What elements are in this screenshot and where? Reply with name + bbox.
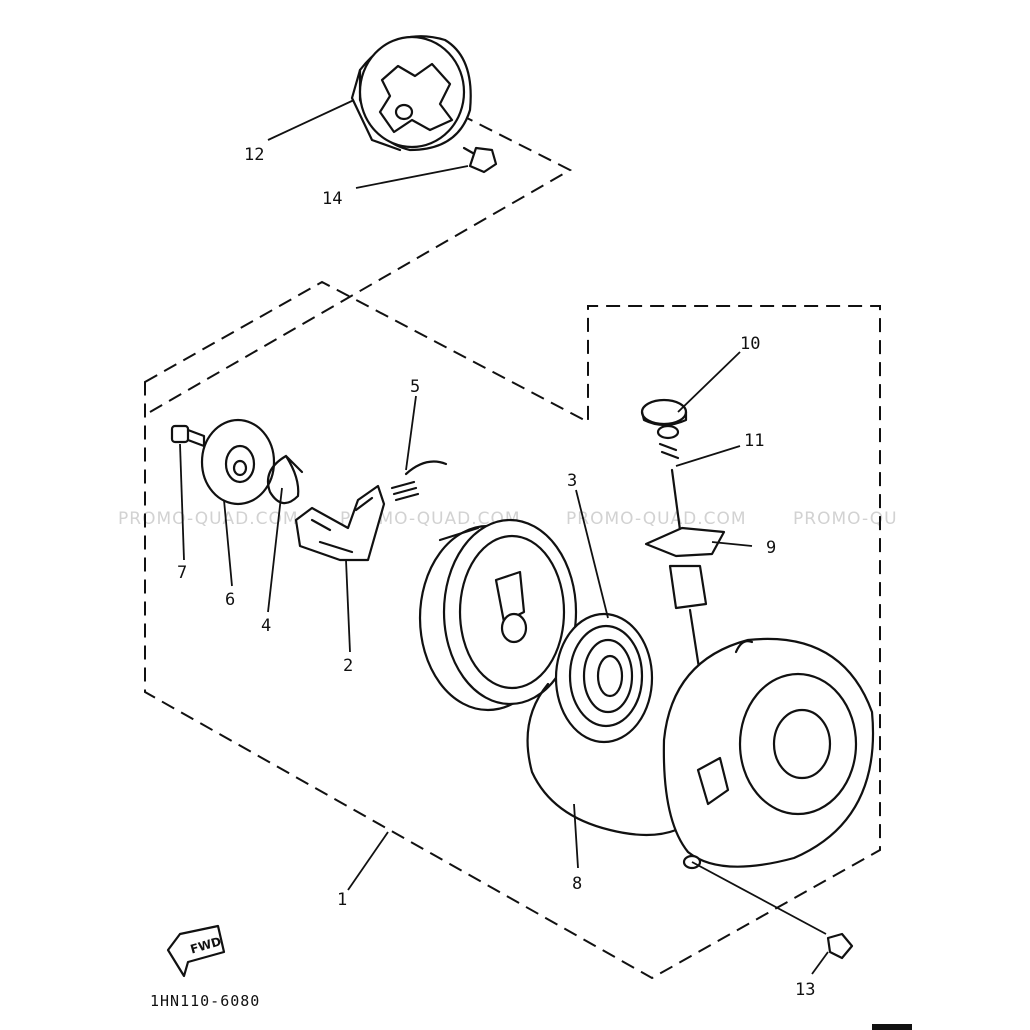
spring-part bbox=[390, 460, 448, 502]
drawing-code: 1HN110-6080 bbox=[150, 992, 260, 1010]
watermark-4: PROMO-QU bbox=[793, 509, 898, 529]
callout-5: 5 bbox=[410, 377, 420, 397]
bolt-7-part bbox=[170, 424, 206, 448]
callout-4: 4 bbox=[261, 616, 271, 636]
starter-rope-part bbox=[526, 682, 678, 837]
fwd-arrow-icon: FWD bbox=[166, 924, 226, 978]
callout-2: 2 bbox=[343, 656, 353, 676]
watermark-2: PROMO-QUAD.COM bbox=[340, 509, 521, 529]
pulley-link-line bbox=[149, 111, 573, 413]
drive-pulley-part bbox=[350, 35, 472, 152]
callout-14: 14 bbox=[322, 189, 342, 209]
ratchet-guide-part bbox=[294, 484, 386, 562]
callout-12: 12 bbox=[244, 145, 264, 165]
callout-10: 10 bbox=[740, 334, 760, 354]
callout-6: 6 bbox=[225, 590, 235, 610]
callout-8: 8 bbox=[572, 874, 582, 894]
callout-9: 9 bbox=[766, 538, 776, 558]
leader-lines bbox=[179, 99, 829, 975]
callout-1: 1 bbox=[337, 890, 347, 910]
starter-housing-part bbox=[662, 637, 875, 870]
watermark-3: PROMO-QUAD.COM bbox=[566, 509, 747, 529]
watermark-1: PROMO-QUAD.COM bbox=[118, 509, 299, 529]
callout-13: 13 bbox=[795, 980, 815, 1000]
callout-labels: 1 2 3 4 5 6 7 8 9 10 11 12 13 14 bbox=[177, 145, 815, 1000]
callout-7: 7 bbox=[177, 563, 187, 583]
handle-assembly-part bbox=[640, 398, 726, 754]
watermark-row: PROMO-QUAD.COM PROMO-QUAD.COM PROMO-QUAD… bbox=[118, 509, 898, 529]
friction-plate-part bbox=[200, 418, 276, 506]
bolt-14-part bbox=[462, 146, 498, 174]
rope-reel-part bbox=[418, 518, 578, 712]
callout-11: 11 bbox=[744, 431, 764, 451]
spiral-spring-part bbox=[554, 612, 654, 744]
assembly-boundary bbox=[144, 280, 881, 980]
callout-3: 3 bbox=[567, 471, 577, 491]
clip-spring-part bbox=[266, 454, 304, 505]
corner-mark bbox=[872, 1024, 912, 1030]
screw-13-part bbox=[826, 932, 854, 960]
